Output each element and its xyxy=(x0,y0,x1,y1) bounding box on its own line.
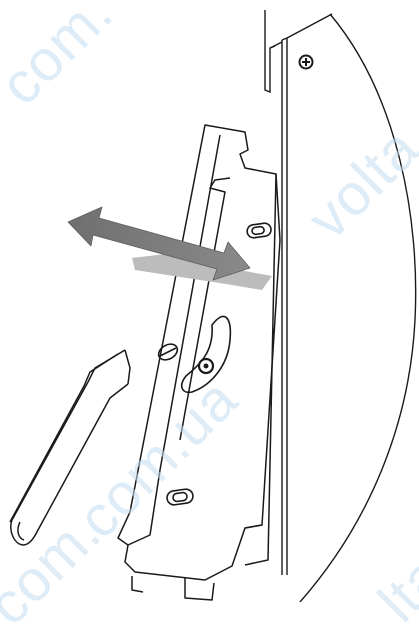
mounting-diagram xyxy=(9,10,417,602)
lower-slot xyxy=(166,488,194,506)
light-arrow-icon xyxy=(132,254,272,290)
double-arrow-icon xyxy=(67,206,251,281)
mounting-plate xyxy=(117,124,281,601)
upper-slot xyxy=(246,222,272,239)
pin xyxy=(197,357,215,375)
plate-screw-icon xyxy=(157,343,179,361)
strap-handle xyxy=(9,349,131,546)
screw-icon xyxy=(298,54,314,70)
keyhole-slot xyxy=(180,315,232,394)
housing-panel xyxy=(264,10,417,602)
